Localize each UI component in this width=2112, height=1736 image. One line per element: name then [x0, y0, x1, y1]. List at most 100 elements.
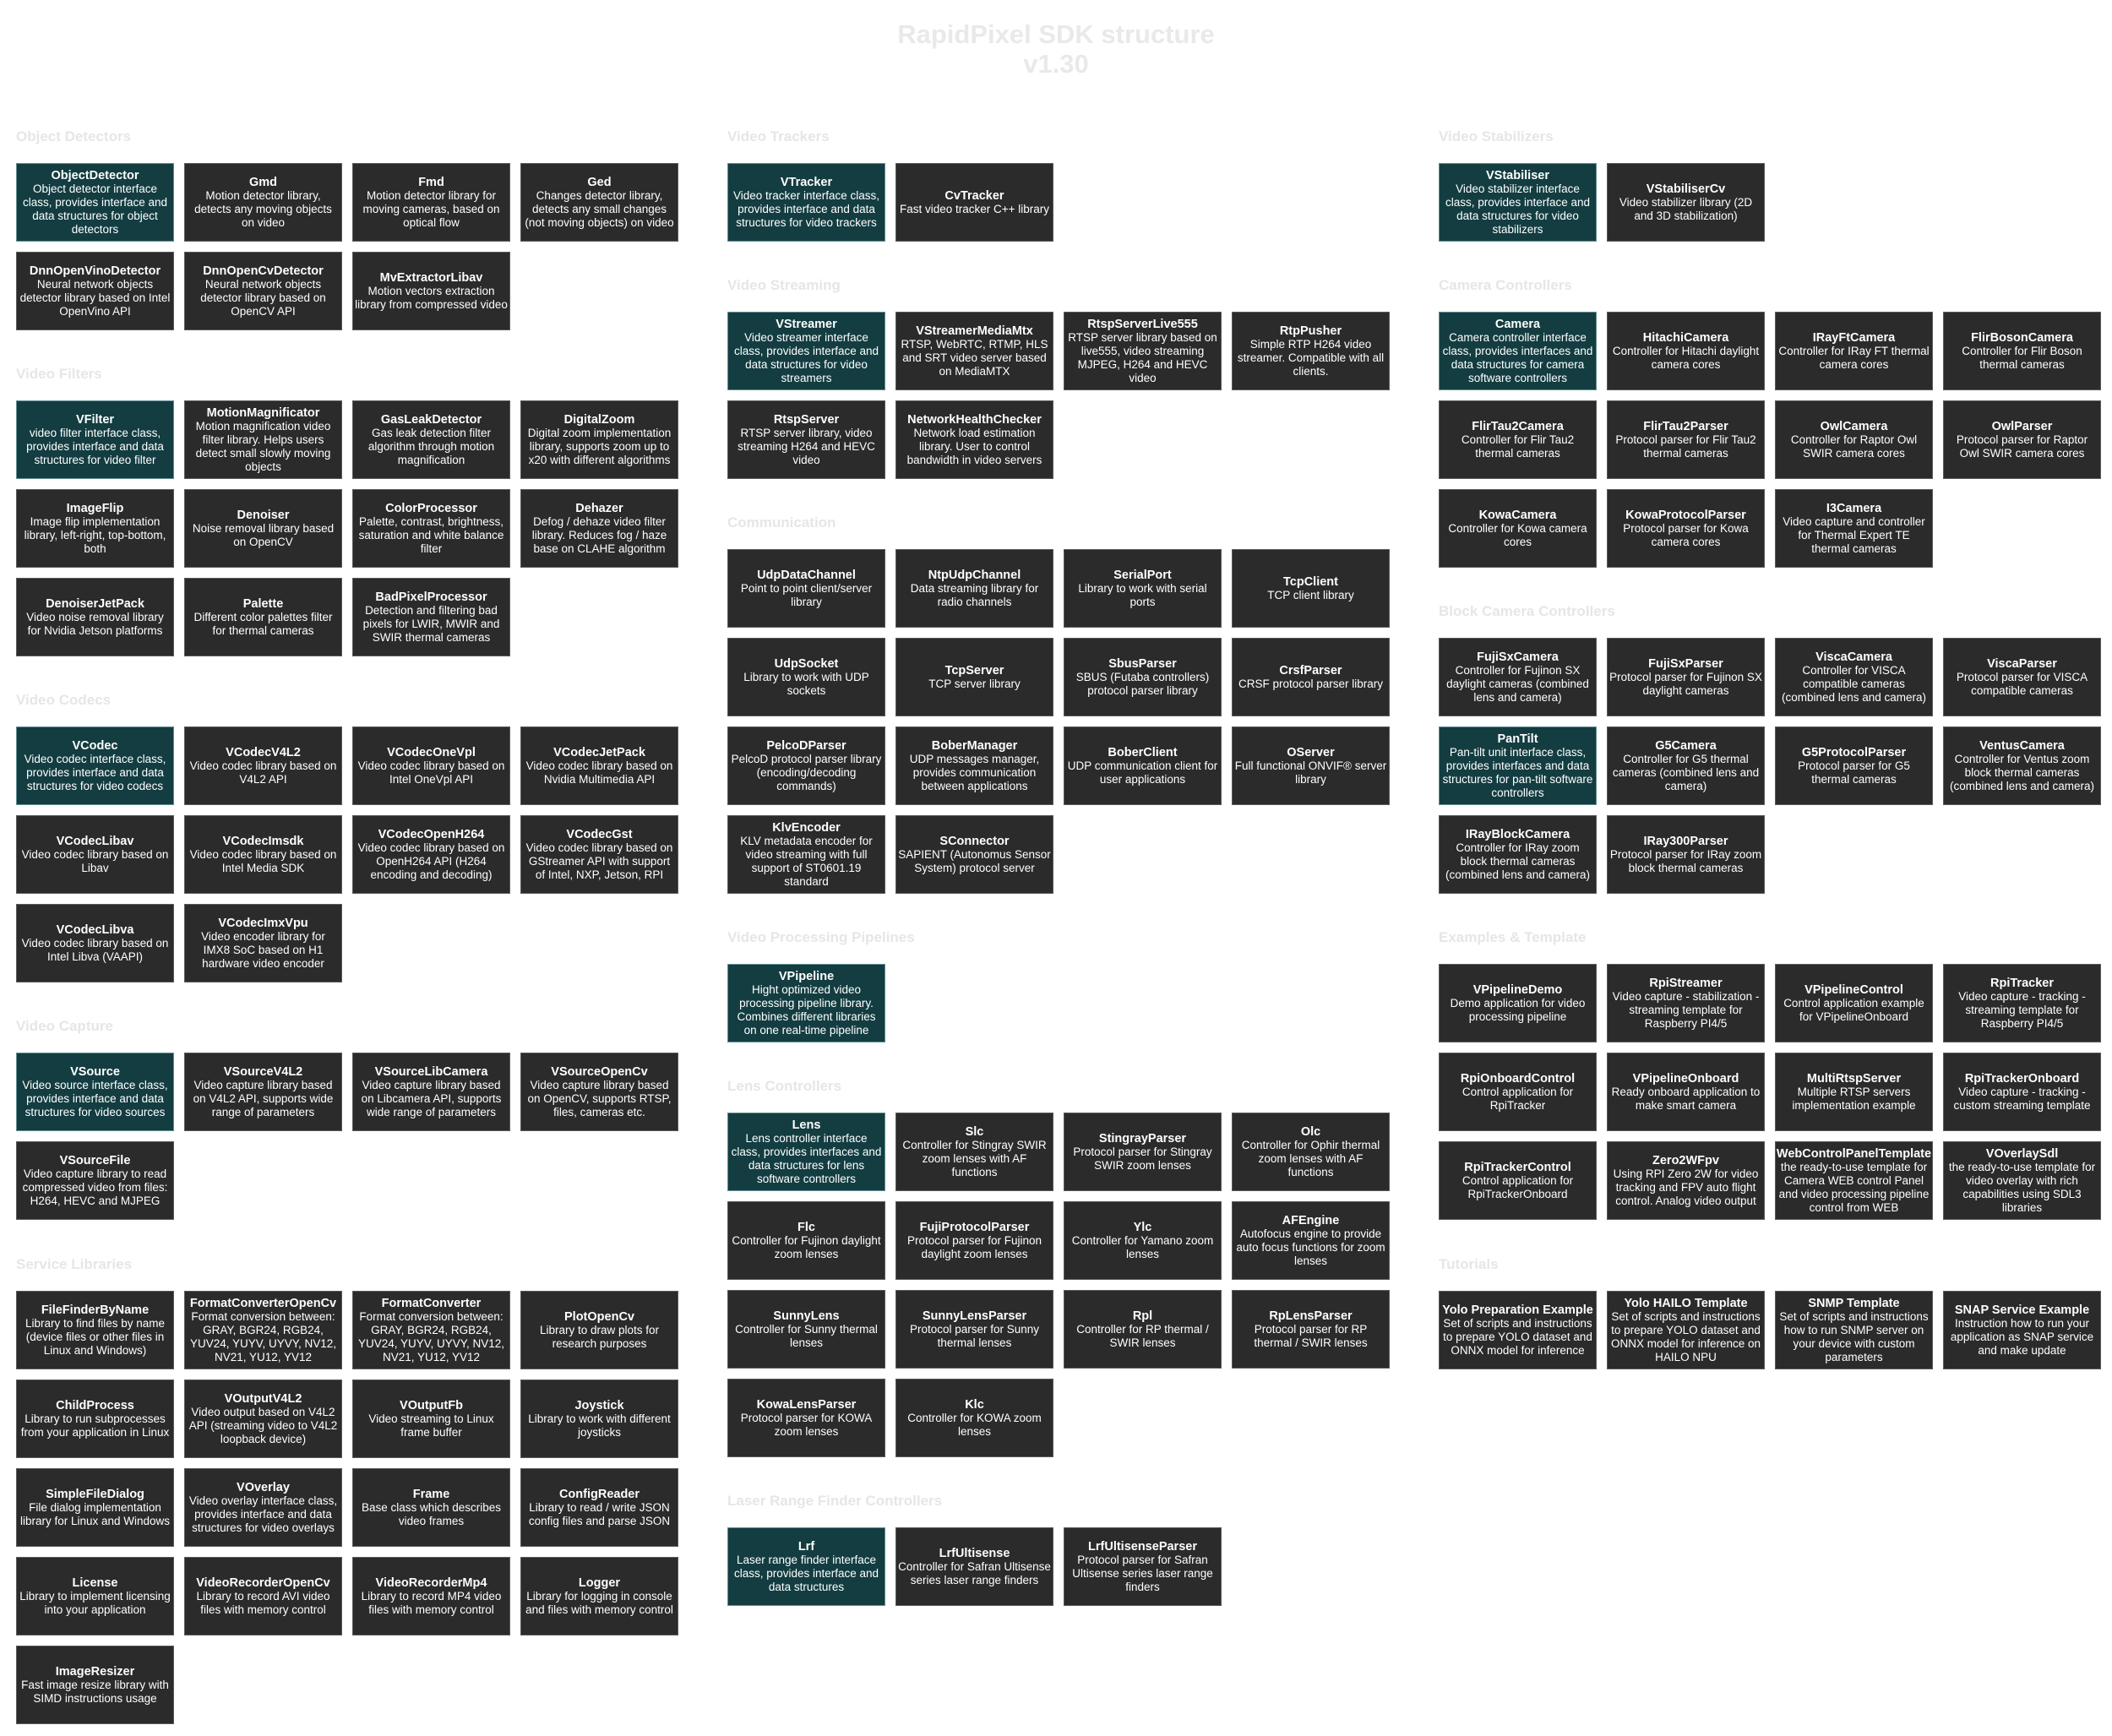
section-title-laser-range-finder-controllers: Laser Range Finder Controllers: [727, 1493, 943, 1509]
component-description: Network load estimation library. User to…: [906, 426, 1042, 466]
component-name: FormatConverter: [381, 1296, 482, 1310]
component-description: Video codec interface class, provides in…: [24, 752, 166, 792]
component-description: Ready onboard application to make smart …: [1611, 1085, 1761, 1112]
component-description: File dialog implementation library for L…: [19, 1500, 171, 1527]
component-description: Protocol parser for G5 thermal cameras: [1798, 759, 1910, 786]
component-name: VSource: [70, 1064, 120, 1079]
component-name: Rpl: [1132, 1309, 1153, 1323]
component-name: DnnOpenVinoDetector: [29, 264, 161, 278]
component-description: Multiple RTSP servers implementation exa…: [1792, 1085, 1916, 1112]
component-name: Camera: [1494, 317, 1541, 331]
component-description: Object detector interface class, provide…: [22, 182, 168, 236]
component-description: Video codec library based on Intel OneVp…: [357, 759, 505, 786]
component-description: Laser range finder interface class, prov…: [733, 1553, 879, 1593]
component-name: VStabiliser: [1486, 168, 1549, 182]
component-name: I3Camera: [1826, 501, 1882, 515]
section-title-object-detectors: Object Detectors: [16, 128, 132, 144]
component-description: Controller for Hitachi daylight camera c…: [1612, 344, 1760, 371]
component-description: Set of scripts and instructions to prepa…: [1610, 1309, 1761, 1363]
component-name: PelcoDParser: [766, 738, 846, 753]
component-description: Protocol parser for Sunny thermal lenses: [909, 1322, 1040, 1349]
component-name: ObjectDetector: [51, 168, 139, 182]
component-description: Library to implement licensing into your…: [19, 1589, 171, 1616]
section-title-video-stabilizers: Video Stabilizers: [1439, 128, 1554, 144]
component-description: Controller for RP thermal / SWIR lenses: [1076, 1322, 1209, 1349]
component-description: Protocol parser for VISCA compatible cam…: [1956, 670, 2088, 697]
component-name: VTracker: [780, 175, 833, 189]
component-description: Video codec library based on Intel Libva…: [21, 936, 169, 963]
component-name: VOverlay: [237, 1480, 290, 1494]
section-title-examples-template: Examples & Template: [1439, 929, 1587, 945]
component-description: Library to run subprocesses from your ap…: [20, 1412, 170, 1439]
component-name: Zero2WFpv: [1652, 1153, 1719, 1167]
component-name: VOutputV4L2: [224, 1391, 302, 1406]
component-description: Control application for RpiTrackerOnboar…: [1462, 1173, 1574, 1200]
component-name: G5Camera: [1655, 738, 1717, 753]
component-name: ImageFlip: [66, 501, 124, 515]
component-description: Protocol parser for Safran Ultisense ser…: [1072, 1553, 1213, 1593]
component-name: SConnector: [939, 834, 1010, 848]
component-description: Video stabilizer library (2D and 3D stab…: [1619, 195, 1753, 222]
component-description: Video capture and controller for Thermal…: [1783, 514, 1925, 555]
component-description: Protocol parser for IRay zoom block ther…: [1609, 847, 1762, 874]
component-description: Video capture library to read compressed…: [22, 1167, 168, 1207]
component-name: Lens: [792, 1118, 821, 1132]
section-title-video-trackers: Video Trackers: [727, 128, 830, 144]
component-description: the ready-to-use template for video over…: [1948, 1160, 2096, 1214]
component-name: Dehazer: [575, 501, 623, 515]
component-description: RTSP server library, video streaming H26…: [738, 426, 875, 466]
component-name: AFEngine: [1282, 1213, 1340, 1227]
component-description: Base class which describes video frames: [361, 1500, 502, 1527]
component-name: VideoRecorderMp4: [375, 1575, 487, 1590]
component-name: RpiTracker: [1990, 976, 2054, 990]
component-description: Protocol parser for Flir Tau2 thermal ca…: [1615, 433, 1756, 460]
component-description: Video streamer interface class, provides…: [733, 330, 879, 384]
component-name: SNMP Template: [1808, 1296, 1900, 1310]
component-description: Video codec library based on Nvidia Mult…: [525, 759, 673, 786]
component-description: UDP communication client for user applic…: [1067, 759, 1218, 786]
component-name: VCodecLibav: [56, 834, 134, 848]
component-description: Motion detector library for moving camer…: [362, 188, 500, 229]
component-description: Video codec library based on OpenH264 AP…: [357, 841, 505, 881]
component-name: G5ProtocolParser: [1801, 745, 1907, 759]
component-description: Lens controller interface class, provide…: [731, 1131, 882, 1185]
component-description: the ready-to-use template for Camera WEB…: [1778, 1160, 1930, 1214]
